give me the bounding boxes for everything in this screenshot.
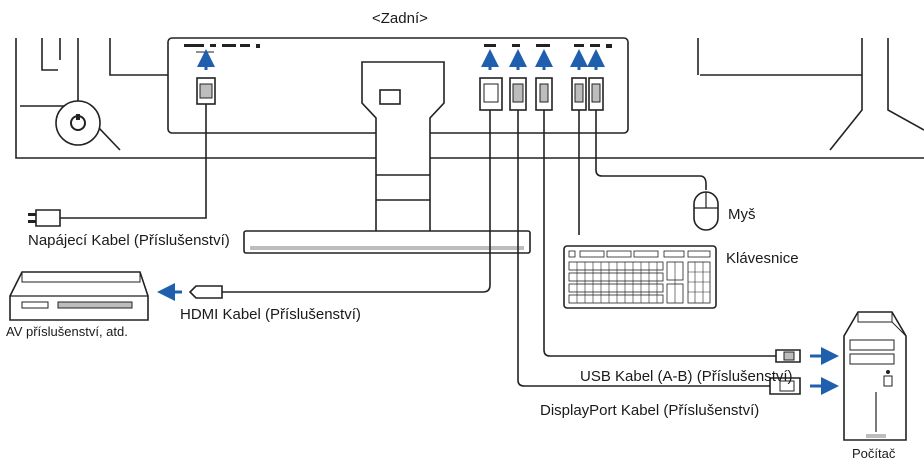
monitor-rear xyxy=(15,38,924,159)
av-device-label: AV příslušenství, atd. xyxy=(6,324,128,339)
usb-cable-label: USB Kabel (A-B) (Příslušenství) xyxy=(580,368,793,385)
av-device-icon xyxy=(9,271,149,321)
computer-icon xyxy=(843,311,907,441)
hdmi-cable xyxy=(157,49,503,301)
keyboard-cable xyxy=(570,49,588,235)
mouse-label: Myš xyxy=(728,206,756,223)
usb-cable xyxy=(535,49,839,365)
mouse-cable xyxy=(587,49,707,190)
keyboard-label: Klávesnice xyxy=(726,250,799,267)
port-row-icon xyxy=(184,44,612,48)
power-cable-label: Napájecí Kabel (Příslušenství) xyxy=(28,232,230,249)
computer-label: Počítač xyxy=(852,446,896,461)
power-cable xyxy=(28,49,216,227)
diagram-title: <Zadní> xyxy=(372,10,428,27)
monitor-stand xyxy=(243,61,531,254)
joystick-button xyxy=(55,100,101,146)
displayport-cable-label: DisplayPort Kabel (Příslušenství) xyxy=(540,402,760,419)
keyboard-icon xyxy=(563,245,717,309)
displayport-cable xyxy=(509,49,839,395)
hdmi-cable-label: HDMI Kabel (Příslušenství) xyxy=(180,306,361,323)
mouse-icon xyxy=(693,191,719,231)
